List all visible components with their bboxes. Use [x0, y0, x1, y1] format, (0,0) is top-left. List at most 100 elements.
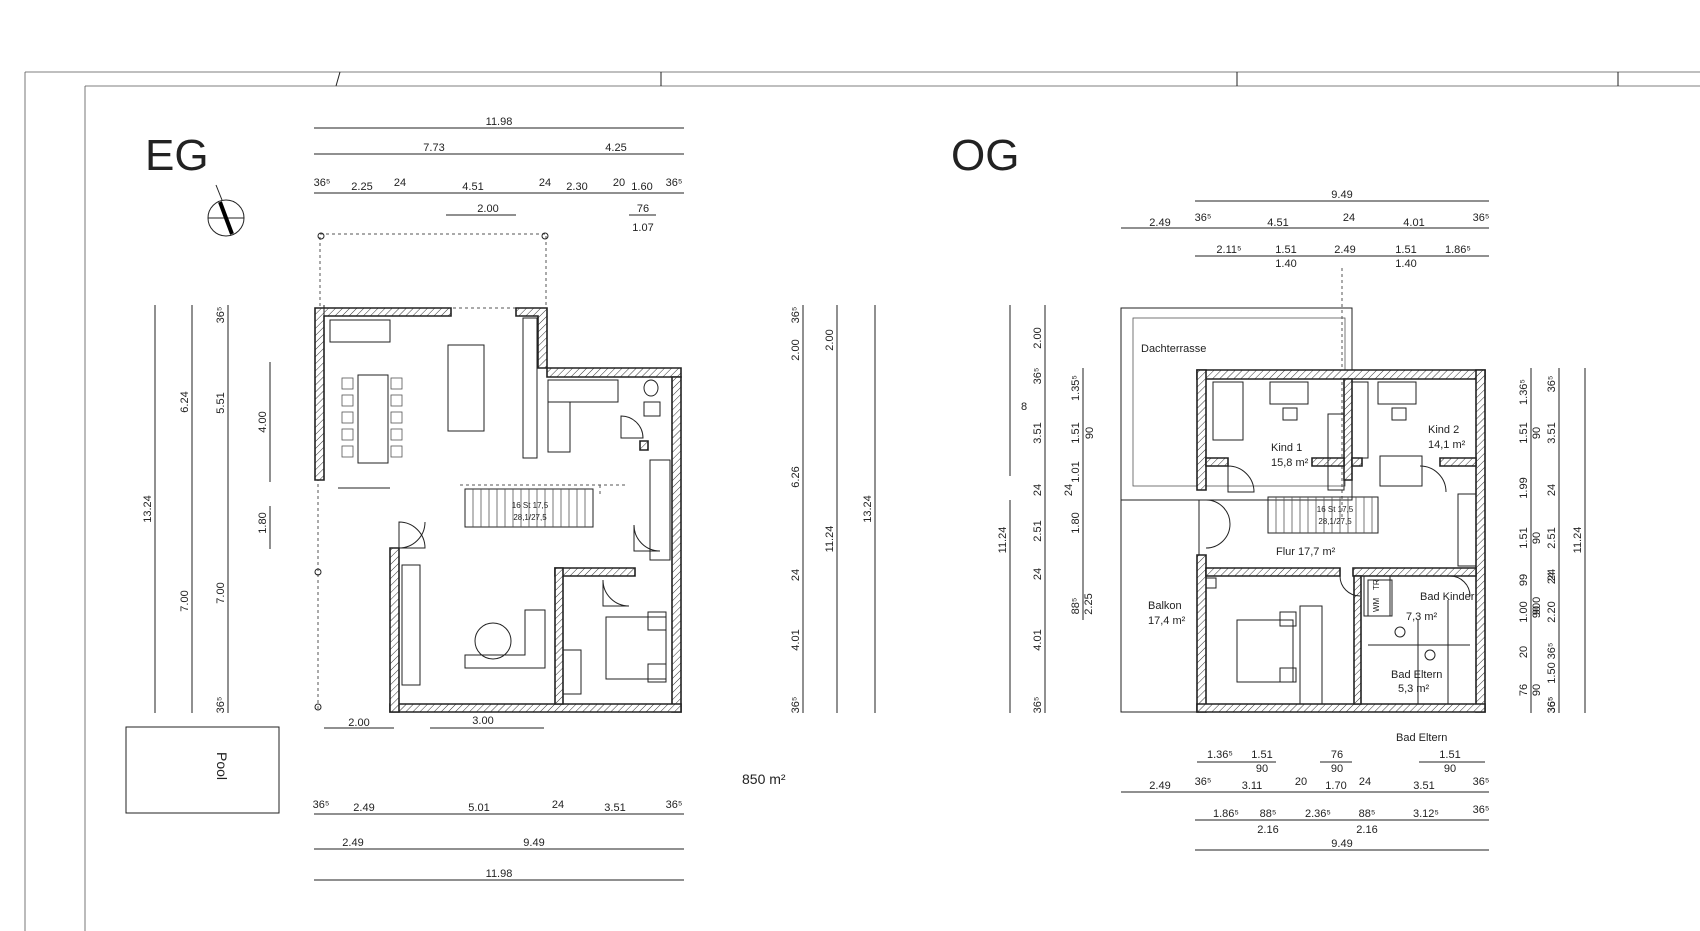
- og-right-dim: 36⁵: [1546, 697, 1558, 714]
- eg-top-3: 1.60: [631, 181, 652, 193]
- og-top-3-sub: 1.40: [1275, 258, 1296, 270]
- og-left-dim: 4.01: [1032, 629, 1044, 650]
- og-top-3-sub: 1.40: [1395, 258, 1416, 270]
- og-top-2: 2.49: [1149, 217, 1170, 229]
- og-left-dimensions: 2.00 36⁵ 3.51 24 2.51 24 4.01 36⁵ 11.24 …: [997, 305, 1096, 713]
- og-right-dim: 36⁵: [1546, 697, 1558, 714]
- og-right-dim: 3.51: [1546, 422, 1558, 443]
- eg-bottom-total: 11.98: [486, 868, 513, 880]
- og-right-dim: 900: [1531, 597, 1543, 615]
- og-top-3: 1.51: [1275, 244, 1296, 256]
- og-furniture: [1205, 381, 1477, 705]
- og-left-dim: 8: [1021, 401, 1027, 413]
- eg-top-3: 36⁵: [666, 177, 683, 189]
- og-right-dim: 90: [1531, 606, 1543, 618]
- eg-stair-label: 28,1/27,5: [513, 513, 547, 522]
- eg-bottom-small: 2.00: [348, 717, 369, 729]
- eg-left-dim: 13.24: [142, 495, 154, 523]
- og-left-dim: 11.24: [997, 527, 1009, 554]
- eg-top-dimensions: 11.98 7.73 4.25 36⁵ 2.25 24 4.51 24 2.30…: [314, 116, 684, 234]
- eg-bottom-1: 36⁵: [666, 799, 683, 811]
- og-room-labels: Dachterrasse Kind 1 15,8 m² Kind 2 14,1 …: [1141, 343, 1475, 744]
- og-stair-label: 28,1/27,5: [1318, 517, 1352, 526]
- room-name-dachterrasse: Dachterrasse: [1141, 343, 1206, 355]
- og-bottom-2: 36⁵: [1473, 804, 1490, 816]
- eg-staircase: 16 St 17,5 28,1/27,5: [460, 484, 625, 528]
- eg-top-small-b: 1.07: [632, 222, 653, 234]
- eg-right-dimensions: 36⁵ 2.00 2.00 6.26 24 4.01 36⁵ 11.24 13.…: [790, 305, 876, 714]
- eg-bottom-1: 2.49: [353, 802, 374, 814]
- og-right-dim: 1.51: [1518, 422, 1530, 443]
- eg-left-dim: 5.51: [215, 392, 227, 413]
- og-bottom-dimensions: 1.36⁵ 1.51 76 1.51 90 90 90 2.49 36⁵ 3.1…: [1121, 749, 1490, 851]
- og-left-dim: 1.01: [1070, 461, 1082, 482]
- og-right-dimensions: 1.36⁵ 1.51 90 1.99 1.51 90 99 1.00 90 20…: [1518, 368, 1586, 714]
- og-bottom-0: 76: [1331, 749, 1343, 761]
- eg-walls: [314, 307, 682, 713]
- og-top-2: 4.01: [1403, 217, 1424, 229]
- eg-left-dim: 7.00: [179, 590, 191, 611]
- og-left-dim: 2.25: [1083, 593, 1095, 614]
- eg-right-dim: 4.01: [790, 629, 802, 650]
- og-right-dim: 90: [1531, 427, 1543, 439]
- og-bottom-total: 9.49: [1331, 838, 1352, 850]
- eg-left-dim: 6.24: [179, 391, 191, 412]
- pool: Pool: [125, 726, 280, 814]
- og-bottom-1: 20: [1295, 776, 1307, 788]
- eg-bottom-1: 5.01: [468, 802, 489, 814]
- room-name-bad-kinder: Bad Kinder: [1420, 591, 1475, 603]
- og-right-dim: 36⁵: [1546, 376, 1558, 393]
- pool-label: Pool: [214, 752, 230, 780]
- og-left-dim: 24: [1032, 568, 1044, 580]
- og-bottom-1: 3.11: [1242, 780, 1263, 792]
- og-right-dim: 2.20: [1546, 601, 1558, 622]
- og-right-dim: 11.24: [1572, 527, 1584, 554]
- eg-left-dim: 4.00: [257, 411, 269, 432]
- room-name-kind-2: Kind 2: [1428, 424, 1459, 436]
- eg-top-3: 2.30: [566, 181, 587, 193]
- eg-left-dim: 36⁵: [215, 697, 227, 714]
- eg-stair-label: 16 St 17,5: [512, 501, 549, 510]
- og-top-2: 4.51: [1267, 217, 1288, 229]
- og-bottom-2: 88⁵: [1359, 808, 1376, 820]
- og-left-dim: 3.51: [1032, 422, 1044, 443]
- eg-top-small-a: 76: [637, 203, 649, 215]
- og-title: OG: [951, 131, 1019, 180]
- og-right-dim: 99: [1518, 574, 1530, 586]
- og-bottom-1: 24: [1359, 776, 1371, 788]
- eg-right-dim: 36⁵: [790, 697, 802, 714]
- eg-top-2b: 4.25: [605, 142, 626, 154]
- og-left-dim: 1.51: [1070, 422, 1082, 443]
- og-bottom-1: 1.70: [1325, 780, 1346, 792]
- room-name-bad-eltern-below: Bad Eltern: [1396, 732, 1447, 744]
- eg-bottom-1: 24: [552, 799, 564, 811]
- og-top-2: 36⁵: [1473, 212, 1490, 224]
- og-bottom-0: 1.51: [1439, 749, 1460, 761]
- eg-top-3: 4.51: [462, 181, 483, 193]
- og-right-dim: 76: [1518, 684, 1530, 696]
- og-left-dim: 88⁵: [1070, 598, 1082, 615]
- eg-bottom-2: 2.49: [342, 837, 363, 849]
- og-left-dim: 24: [1063, 484, 1075, 496]
- og-bottom-2: 3.12⁵: [1413, 808, 1439, 820]
- og-left-dim: 2.51: [1032, 520, 1044, 541]
- og-top-dimensions: 9.49 2.49 36⁵ 4.51 24 4.01 36⁵ 2.11⁵ 1.5…: [1121, 189, 1489, 270]
- eg-bottom-1: 36⁵: [313, 799, 330, 811]
- og-right-dim: 24: [1546, 484, 1558, 496]
- og-bottom-2: 1.86⁵: [1213, 808, 1239, 820]
- og-top-total: 9.49: [1331, 189, 1352, 201]
- eg-title: EG: [145, 131, 209, 180]
- fixture-tr: TR: [1372, 579, 1381, 590]
- eg-right-dim: 24: [790, 569, 802, 581]
- eg-top-4: 2.00: [477, 203, 498, 215]
- eg-furniture: [323, 305, 671, 695]
- og-bottom-0-sub: 90: [1256, 763, 1268, 775]
- og-right-dim: 24: [1546, 569, 1558, 581]
- og-right-dim: 24: [1546, 572, 1558, 584]
- og-bottom-2: 88⁵: [1260, 808, 1277, 820]
- og-top-3: 2.11⁵: [1216, 244, 1241, 256]
- eg-right-dim: 11.24: [824, 526, 836, 553]
- eg-right-dim: 6.26: [790, 466, 802, 487]
- eg-right-dim: 2.00: [790, 339, 802, 360]
